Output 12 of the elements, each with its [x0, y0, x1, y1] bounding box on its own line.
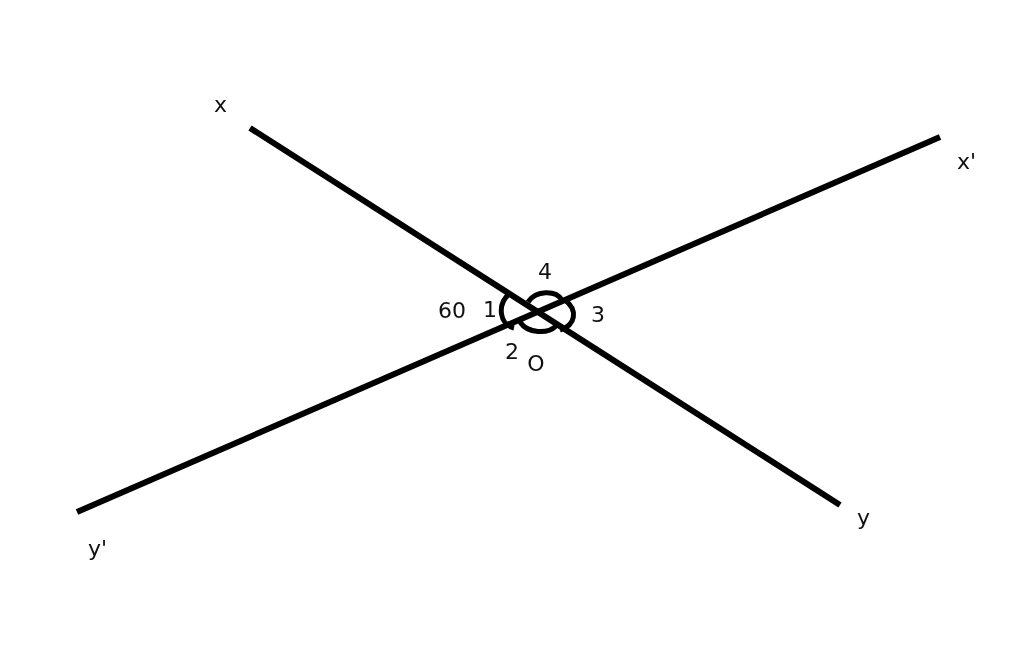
- straight-line: [248, 125, 842, 508]
- straight-line: [75, 134, 942, 515]
- point-label: x: [214, 94, 228, 116]
- angle-label: 4: [538, 261, 552, 283]
- point-label: y: [856, 507, 870, 529]
- angle-label: 2: [505, 341, 519, 363]
- angle-label: 3: [591, 304, 605, 326]
- angle-label: 1: [483, 299, 497, 321]
- point-label: y': [87, 538, 107, 560]
- point-label: x': [956, 151, 976, 173]
- angle-label: 60: [438, 300, 466, 322]
- angle-label: O: [527, 353, 545, 375]
